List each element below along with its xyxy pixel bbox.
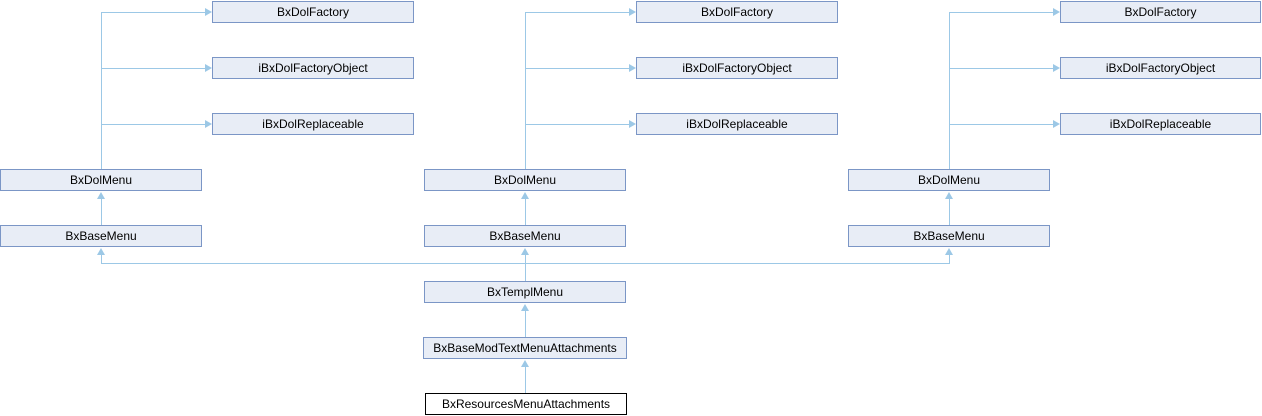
edge-segment [949, 124, 1053, 125]
edge-segment [525, 310, 526, 337]
arrowhead-up-icon [521, 360, 529, 367]
class-node-bxdolmenu[interactable]: BxDolMenu [424, 169, 626, 191]
class-node-bxtemplmenu[interactable]: BxTemplMenu [424, 281, 626, 303]
edge-segment [101, 12, 102, 169]
class-node-ibxdolfactoryobject[interactable]: iBxDolFactoryObject [1060, 57, 1261, 79]
edge-segment [525, 124, 629, 125]
edge-segment [949, 198, 950, 225]
class-node-bxresourcesmenuattachments-current: BxResourcesMenuAttachments [425, 393, 627, 415]
arrowhead-up-icon [97, 248, 105, 255]
edge-segment [101, 68, 205, 69]
edge-segment [525, 12, 526, 169]
edge-segment [101, 198, 102, 225]
arrowhead-right-icon [1053, 120, 1060, 128]
class-node-bxbasemenu[interactable]: BxBaseMenu [0, 225, 202, 247]
arrowhead-right-icon [629, 8, 636, 16]
class-node-ibxdolreplaceable[interactable]: iBxDolReplaceable [636, 113, 838, 135]
edge-segment [949, 254, 950, 264]
arrowhead-right-icon [205, 120, 212, 128]
class-node-bxbasemodtextmenuattachments[interactable]: BxBaseModTextMenuAttachments [423, 337, 627, 359]
arrowhead-right-icon [205, 64, 212, 72]
class-node-bxbasemenu[interactable]: BxBaseMenu [424, 225, 626, 247]
edge-segment [525, 198, 526, 225]
class-node-ibxdolreplaceable[interactable]: iBxDolReplaceable [212, 113, 414, 135]
class-node-ibxdolreplaceable[interactable]: iBxDolReplaceable [1060, 113, 1261, 135]
arrowhead-up-icon [945, 192, 953, 199]
arrowhead-up-icon [97, 192, 105, 199]
arrowhead-up-icon [521, 304, 529, 311]
arrowhead-right-icon [205, 8, 212, 16]
arrowhead-up-icon [521, 192, 529, 199]
edge-segment [949, 12, 950, 169]
class-node-bxdolfactory[interactable]: BxDolFactory [1060, 1, 1261, 23]
edge-segment [949, 68, 1053, 69]
class-node-ibxdolfactoryobject[interactable]: iBxDolFactoryObject [636, 57, 838, 79]
class-node-bxdolmenu[interactable]: BxDolMenu [0, 169, 202, 191]
class-node-bxdolfactory[interactable]: BxDolFactory [636, 1, 838, 23]
edge-segment [101, 263, 950, 264]
class-node-bxdolmenu[interactable]: BxDolMenu [848, 169, 1050, 191]
class-node-ibxdolfactoryobject[interactable]: iBxDolFactoryObject [212, 57, 414, 79]
class-node-bxdolfactory[interactable]: BxDolFactory [212, 1, 414, 23]
arrowhead-right-icon [629, 64, 636, 72]
edge-segment [101, 124, 205, 125]
edge-segment [525, 254, 526, 281]
arrowhead-right-icon [629, 120, 636, 128]
edge-segment [525, 366, 526, 393]
edge-segment [101, 254, 102, 264]
edge-segment [525, 12, 629, 13]
edge-segment [101, 12, 205, 13]
arrowhead-up-icon [945, 248, 953, 255]
arrowhead-right-icon [1053, 64, 1060, 72]
arrowhead-up-icon [521, 248, 529, 255]
edge-segment [949, 12, 1053, 13]
class-node-bxbasemenu[interactable]: BxBaseMenu [848, 225, 1050, 247]
edge-segment [525, 68, 629, 69]
arrowhead-right-icon [1053, 8, 1060, 16]
